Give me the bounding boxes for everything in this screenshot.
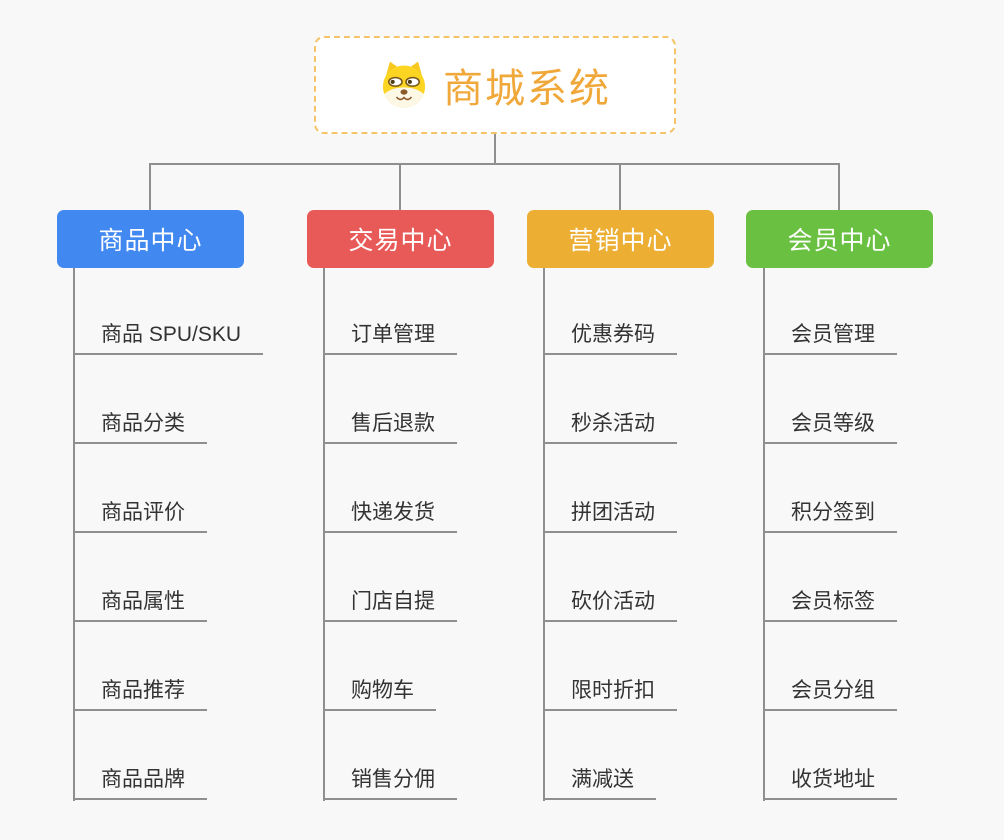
root-title: 商城系统 — [443, 67, 611, 111]
leaf-topic[interactable]: 门店自提 — [323, 584, 457, 622]
leaf-topic[interactable]: 商品分类 — [73, 406, 207, 444]
leaf-topic[interactable]: 商品属性 — [73, 584, 207, 622]
branch-node-product-center[interactable]: 商品中心 — [57, 210, 244, 268]
leaf-topic[interactable]: 会员等级 — [763, 406, 897, 444]
connector-horizontal-bar — [149, 163, 840, 165]
leaf-topic[interactable]: 商品推荐 — [73, 673, 207, 711]
connector-drop-3 — [619, 163, 621, 210]
branch-node-member-center[interactable]: 会员中心 — [746, 210, 933, 268]
leaf-topic[interactable]: 收货地址 — [763, 762, 897, 800]
root-node[interactable]: 商城系统 — [314, 36, 676, 134]
leaf-topic[interactable]: 优惠券码 — [543, 317, 677, 355]
branch-node-marketing-center[interactable]: 营销中心 — [527, 210, 714, 268]
dog-face-icon — [382, 61, 426, 108]
trunk-member-center — [763, 268, 765, 801]
leaf-topic[interactable]: 销售分佣 — [323, 762, 457, 800]
connector-drop-2 — [399, 163, 401, 210]
connector-drop-1 — [149, 163, 151, 210]
trunk-marketing-center — [543, 268, 545, 801]
trunk-product-center — [73, 268, 75, 801]
leaf-topic[interactable]: 满减送 — [543, 762, 656, 800]
connector-drop-4 — [838, 163, 840, 210]
leaf-topic[interactable]: 积分签到 — [763, 495, 897, 533]
leaf-topic[interactable]: 限时折扣 — [543, 673, 677, 711]
leaf-topic[interactable]: 会员管理 — [763, 317, 897, 355]
trunk-trade-center — [323, 268, 325, 801]
connector-root-stub — [494, 134, 496, 164]
leaf-topic[interactable]: 砍价活动 — [543, 584, 677, 622]
leaf-topic[interactable]: 拼团活动 — [543, 495, 677, 533]
leaf-topic[interactable]: 会员分组 — [763, 673, 897, 711]
leaf-topic[interactable]: 购物车 — [323, 673, 436, 711]
branch-node-trade-center[interactable]: 交易中心 — [307, 210, 494, 268]
leaf-topic[interactable]: 会员标签 — [763, 584, 897, 622]
leaf-topic[interactable]: 售后退款 — [323, 406, 457, 444]
leaf-topic[interactable]: 商品品牌 — [73, 762, 207, 800]
leaf-topic[interactable]: 订单管理 — [323, 317, 457, 355]
leaf-topic[interactable]: 商品评价 — [73, 495, 207, 533]
leaf-topic[interactable]: 快递发货 — [323, 495, 457, 533]
leaf-topic[interactable]: 秒杀活动 — [543, 406, 677, 444]
leaf-topic[interactable]: 商品 SPU/SKU — [73, 317, 264, 355]
